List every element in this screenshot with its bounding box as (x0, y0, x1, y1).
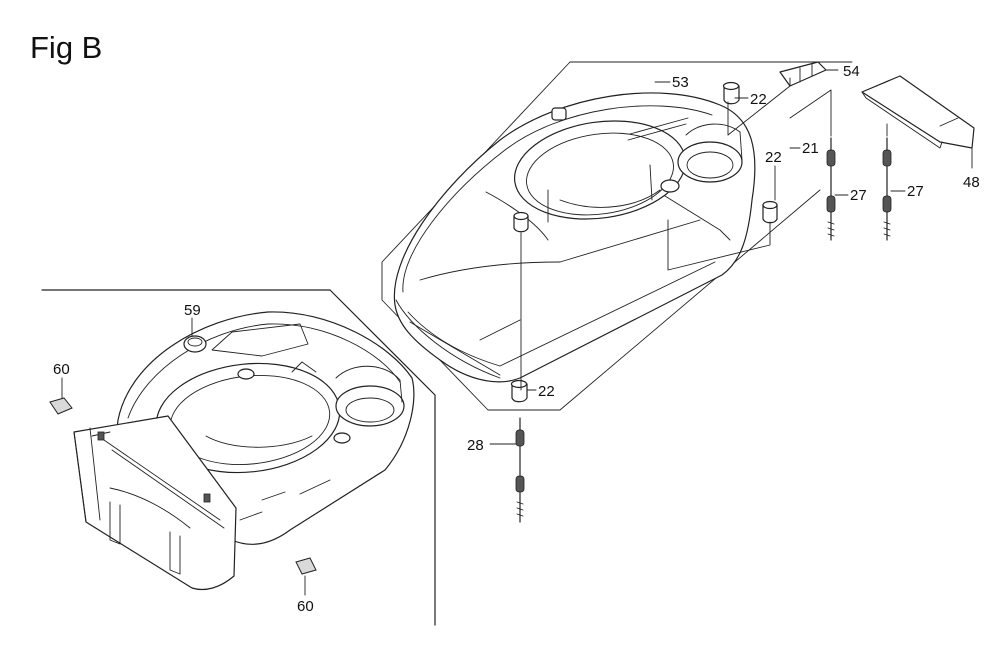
callout-22-top: 22 (750, 91, 767, 108)
nut-22-left (513, 211, 529, 233)
clip-60-top (49, 397, 73, 415)
figure-title: Fig B (30, 30, 103, 65)
callout-21: 21 (802, 140, 819, 157)
clip-60-bottom (295, 557, 317, 575)
clip-54 (779, 61, 827, 87)
nut-22-mid (762, 200, 778, 224)
stud-27-right (882, 137, 892, 241)
callout-60-bottom: 60 (297, 598, 314, 615)
callout-22-mid: 22 (765, 149, 782, 166)
stud-28 (515, 417, 525, 523)
callout-22-bottom: 22 (538, 383, 555, 400)
callout-28: 28 (467, 437, 484, 454)
callout-27-left: 27 (850, 187, 867, 204)
plate-48 (861, 75, 975, 149)
callout-27-right: 27 (907, 183, 924, 200)
nut-22-top (722, 81, 740, 105)
callout-53: 53 (672, 74, 689, 91)
callout-48: 48 (963, 174, 980, 191)
nut-22-bottom (510, 379, 528, 403)
stud-27-left (826, 137, 836, 241)
lower-fan-cover-assembly (73, 311, 415, 591)
callout-60-top: 60 (53, 361, 70, 378)
section-divider (41, 289, 436, 626)
callout-54: 54 (843, 63, 860, 80)
callout-59: 59 (184, 302, 201, 319)
upper-fan-cover-shroud (393, 92, 756, 383)
